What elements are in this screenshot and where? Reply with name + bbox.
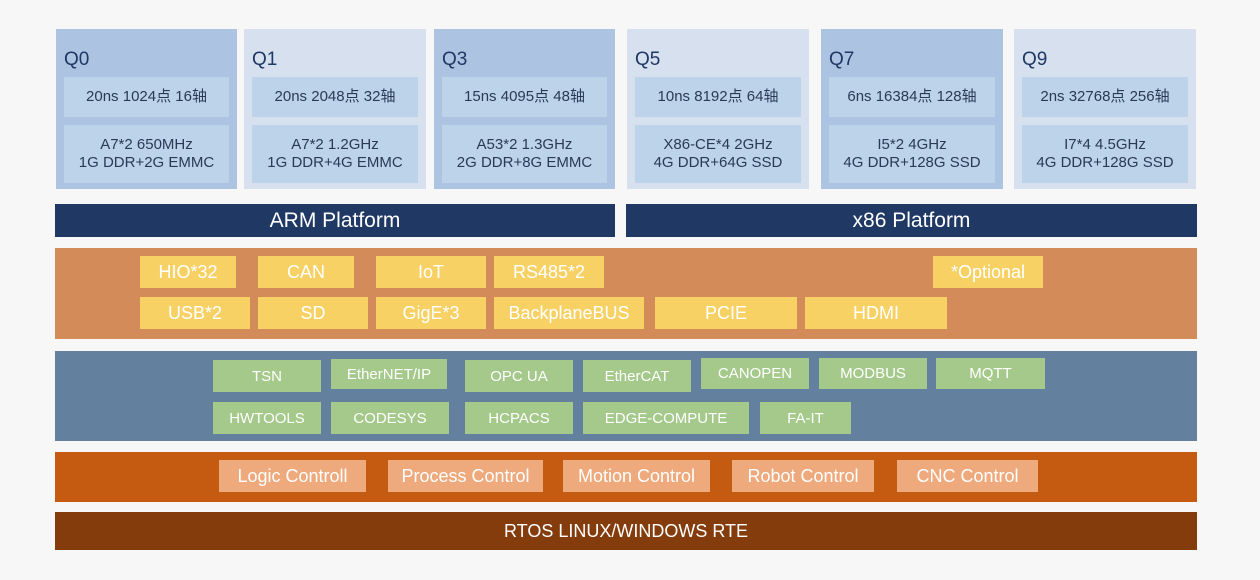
protocol-chip: CANOPEN [701, 358, 809, 389]
protocol-chip: EtherNET/IP [331, 359, 447, 389]
control-chip: CNC Control [897, 460, 1038, 492]
control-chip: Process Control [388, 460, 543, 492]
protocol-chip: HCPACS [465, 402, 573, 434]
protocol-chip: CODESYS [331, 402, 449, 434]
io-chip: PCIE [655, 297, 797, 329]
protocol-chip: EtherCAT [583, 360, 691, 392]
model-cpu: A53*2 1.3GHz [476, 136, 573, 153]
optional-chip: *Optional [933, 256, 1043, 288]
model-memory: 4G DDR+128G SSD [843, 154, 981, 171]
control-chip: Motion Control [563, 460, 710, 492]
control-chip: Logic Controll [219, 460, 366, 492]
io-chip: SD [258, 297, 368, 329]
protocol-chip: MQTT [936, 358, 1045, 389]
model-name: Q7 [829, 49, 855, 70]
arm-platform-bar: ARM Platform [55, 204, 615, 237]
model-cpu: A7*2 650MHz [100, 136, 193, 153]
io-chip: RS485*2 [494, 256, 604, 288]
model-name: Q5 [635, 49, 661, 70]
model-cpu: I5*2 4GHz [877, 136, 947, 153]
runtime-environment-bar: RTOS LINUX/WINDOWS RTE [55, 512, 1197, 550]
model-memory: 2G DDR+8G EMMC [456, 154, 593, 171]
protocol-chip: HWTOOLS [213, 402, 321, 434]
model-performance: 20ns 1024点 16轴 [64, 77, 229, 117]
model-cpu: A7*2 1.2GHz [291, 136, 379, 153]
model-name: Q9 [1022, 49, 1048, 70]
model-name: Q1 [252, 49, 278, 70]
io-chip: CAN [258, 256, 354, 288]
io-chip: GigE*3 [376, 297, 486, 329]
io-chip: USB*2 [140, 297, 250, 329]
io-chip: IoT [376, 256, 486, 288]
model-performance: 6ns 16384点 128轴 [829, 77, 995, 117]
model-memory: 1G DDR+2G EMMC [78, 154, 215, 171]
model-performance: 10ns 8192点 64轴 [635, 77, 801, 117]
io-interfaces-band: HIO*32 CAN IoT RS485*2 *Optional USB*2 S… [55, 248, 1197, 339]
model-cpu: I7*4 4.5GHz [1064, 136, 1146, 153]
model-performance: 15ns 4095点 48轴 [442, 77, 607, 117]
io-chip: BackplaneBUS [494, 297, 644, 329]
model-memory: 1G DDR+4G EMMC [267, 154, 403, 171]
control-apps-band: Logic Controll Process Control Motion Co… [55, 452, 1197, 502]
protocol-chip: FA-IT [760, 402, 851, 434]
model-name: Q3 [442, 49, 468, 70]
model-name: Q0 [64, 49, 90, 70]
model-performance: 2ns 32768点 256轴 [1022, 77, 1188, 117]
model-memory: 4G DDR+64G SSD [653, 154, 783, 171]
protocol-chip: EDGE-COMPUTE [583, 402, 749, 434]
protocol-chip: MODBUS [819, 358, 927, 389]
protocols-band: TSN EtherNET/IP OPC UA EtherCAT CANOPEN … [55, 351, 1197, 441]
x86-platform-bar: x86 Platform [626, 204, 1197, 237]
io-chip: HIO*32 [140, 256, 236, 288]
protocol-chip: OPC UA [465, 360, 573, 392]
control-chip: Robot Control [732, 460, 874, 492]
io-chip: HDMI [805, 297, 947, 329]
protocol-chip: TSN [213, 360, 321, 392]
model-memory: 4G DDR+128G SSD [1036, 154, 1174, 171]
model-performance: 20ns 2048点 32轴 [252, 77, 418, 117]
model-cpu: X86-CE*4 2GHz [663, 136, 773, 153]
